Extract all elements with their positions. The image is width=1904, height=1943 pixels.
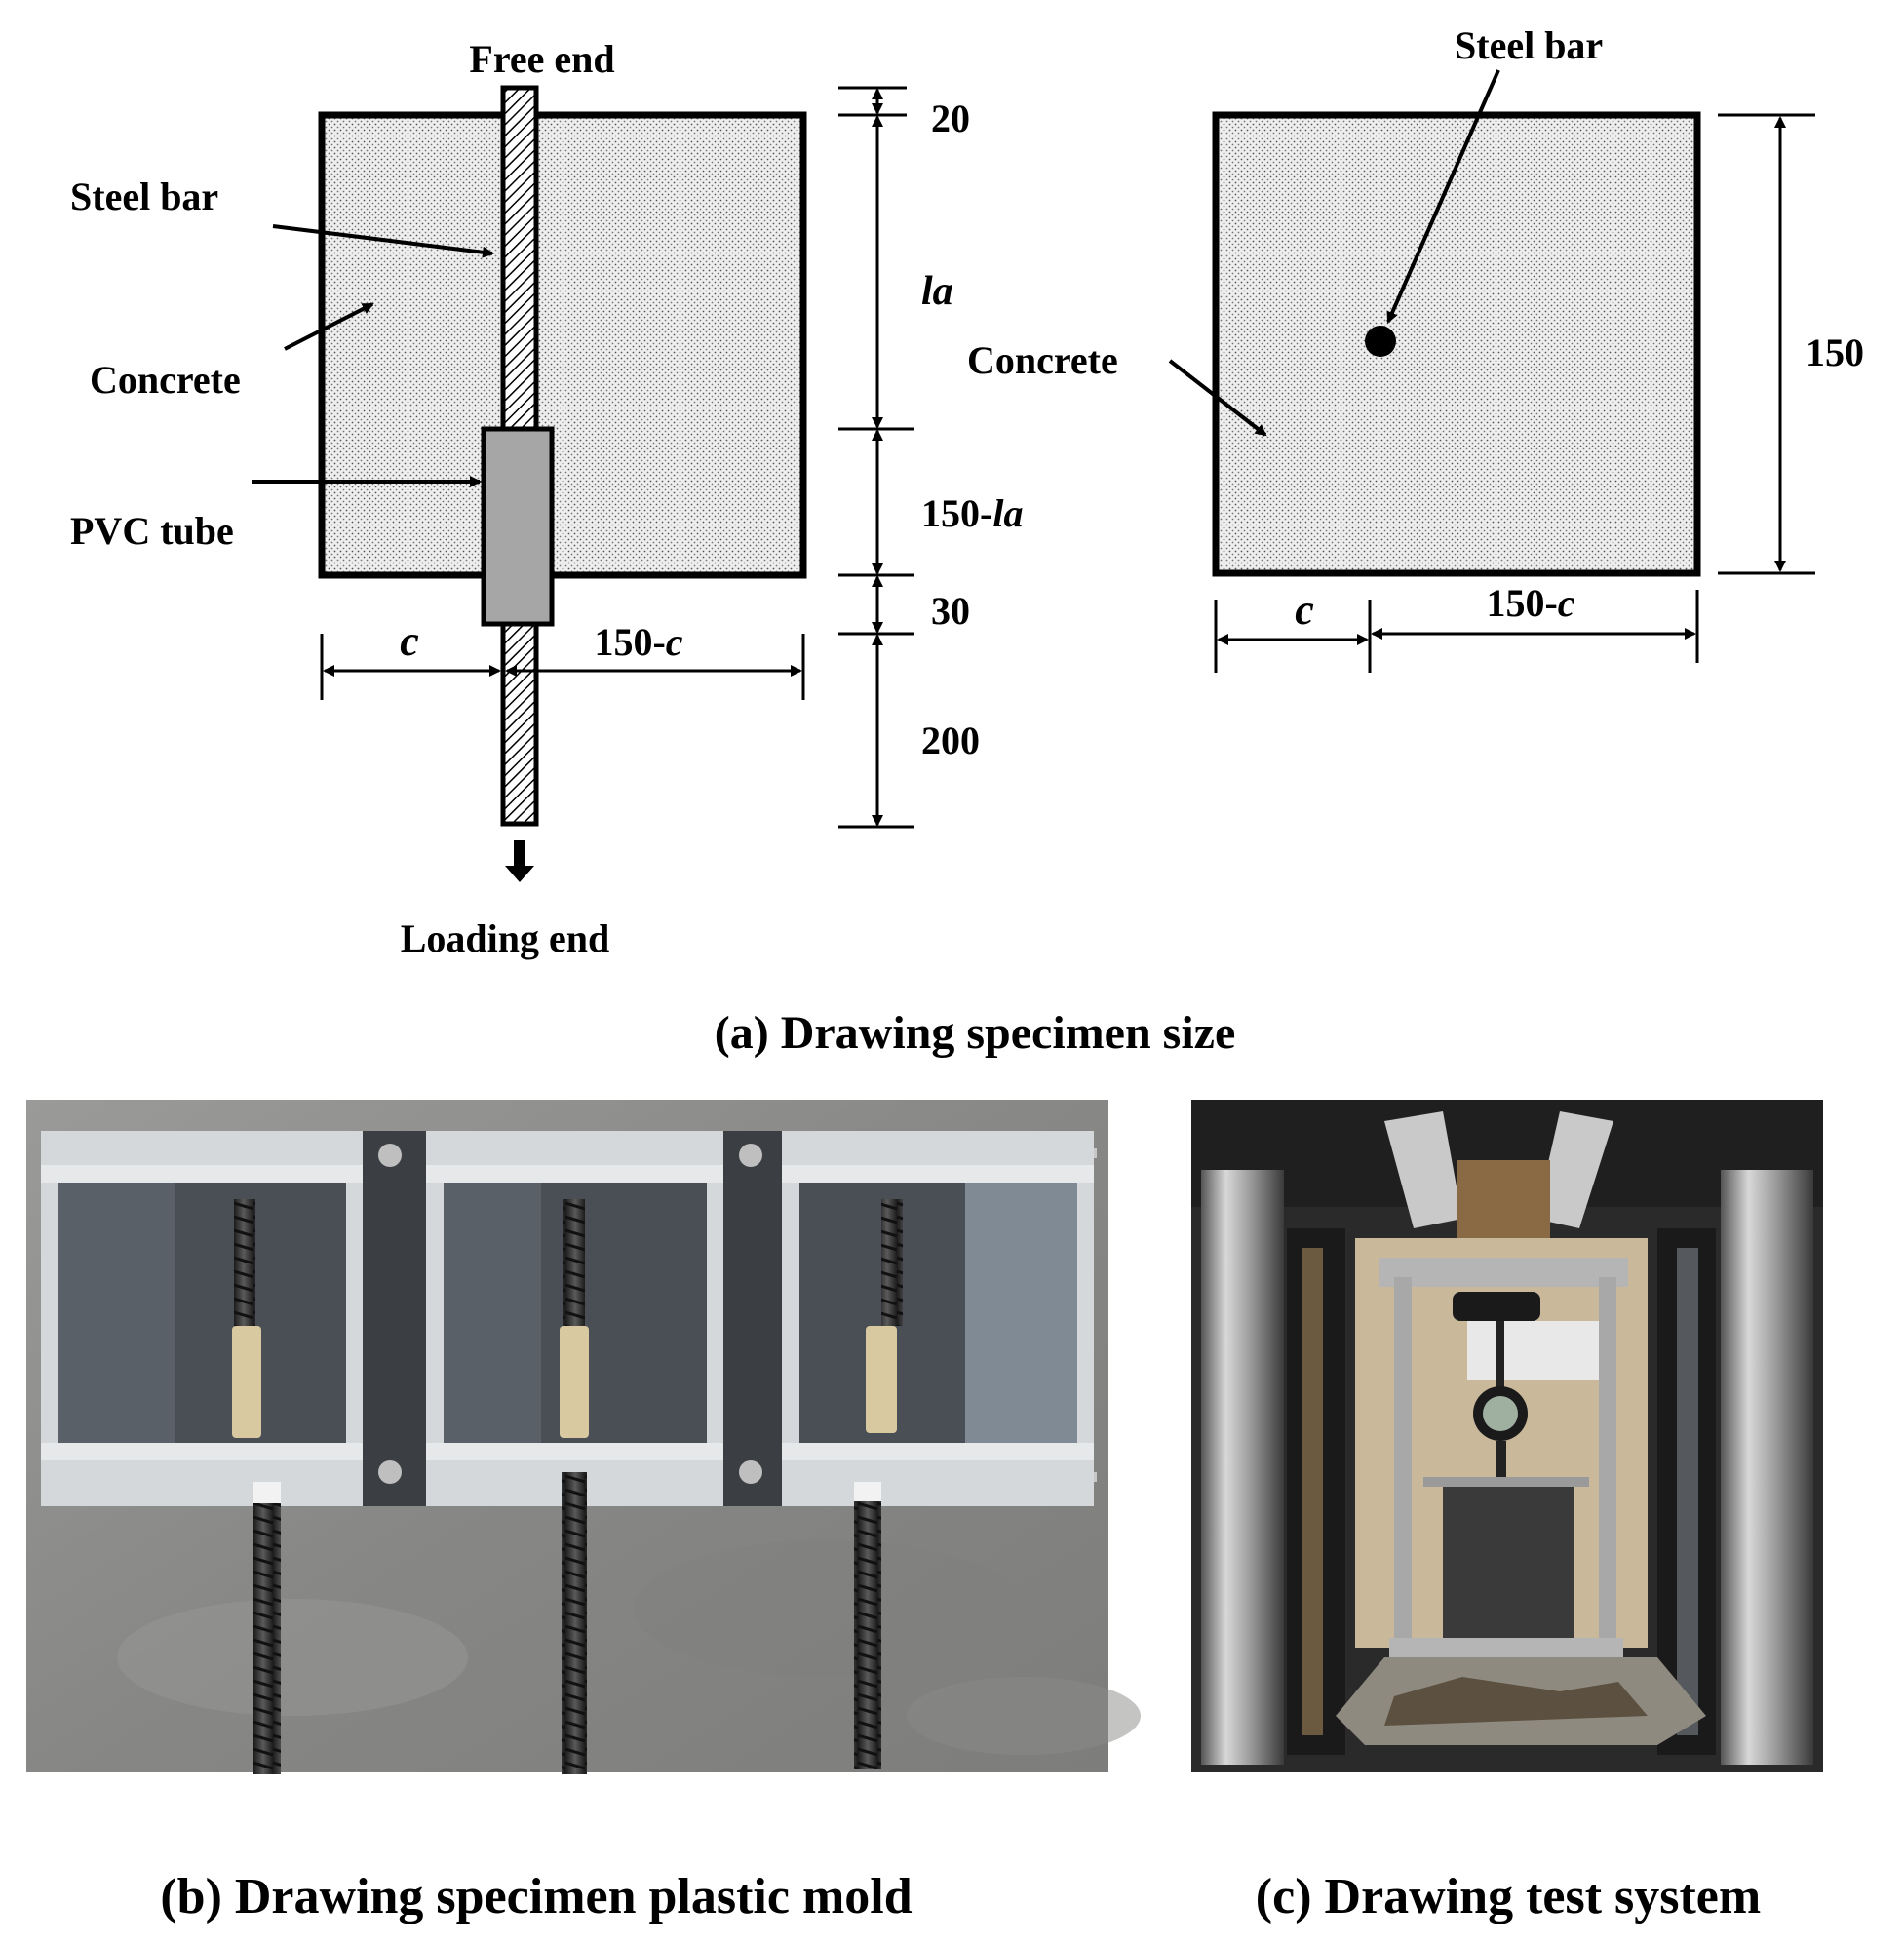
arrow-steel-bar-cross [1386, 69, 1500, 324]
arrow-concrete-cross [1168, 359, 1267, 437]
arrow-concrete [284, 302, 374, 351]
dim-200: 200 [921, 719, 980, 762]
mold-box-1 [41, 1131, 363, 1774]
dim-la: la [921, 269, 953, 314]
caption-b: (b) Drawing specimen plastic mold [160, 1869, 912, 1924]
cross-section-concrete [1212, 111, 1701, 577]
label-concrete: Concrete [90, 358, 241, 402]
cross-horizontal-dim [1214, 590, 1699, 673]
loading-arrow [505, 840, 534, 882]
label-concrete-cross: Concrete [967, 338, 1118, 382]
steel-bar-bottom [500, 621, 539, 827]
cross-section-steel-bar [1365, 326, 1396, 357]
vertical-dimensions [838, 86, 914, 829]
dim-20: 20 [931, 97, 970, 140]
label-steel-bar: Steel bar [70, 175, 218, 218]
mold-box-2 [363, 1131, 723, 1774]
cross-vertical-dim [1718, 113, 1815, 575]
cross-section-diagram: Steel bar Concrete 150 c 150-c [967, 23, 1864, 673]
caption-a: (a) Drawing specimen size [715, 1007, 1236, 1059]
steel-bar-top [500, 85, 539, 432]
dim-150-c-cross: 150-c [1486, 581, 1574, 625]
arrow-steel-bar [272, 224, 494, 258]
mold-box-3 [723, 1131, 1094, 1769]
caption-c: (c) Drawing test system [1256, 1869, 1761, 1924]
dim-150-la: 150-la [921, 491, 1023, 535]
label-steel-bar-cross: Steel bar [1455, 23, 1603, 67]
side-view-diagram: Free end Steel bar Concrete PVC tube Loa… [70, 37, 1023, 960]
label-pvc-tube: PVC tube [70, 509, 234, 553]
dim-150-cross: 150 [1806, 330, 1864, 374]
label-free-end: Free end [469, 37, 614, 81]
dim-c-side: c [400, 617, 419, 665]
photo-test-system [1191, 1100, 1823, 1772]
label-loading-end: Loading end [401, 916, 610, 960]
dim-150-c-side: 150-c [594, 620, 682, 664]
concrete-block [318, 111, 807, 579]
pvc-tube [481, 426, 555, 627]
photo-plastic-mold [26, 1100, 1141, 1774]
dim-30: 30 [931, 589, 970, 633]
horizontal-dimensions-side [320, 634, 805, 700]
dim-c-cross: c [1295, 586, 1314, 634]
